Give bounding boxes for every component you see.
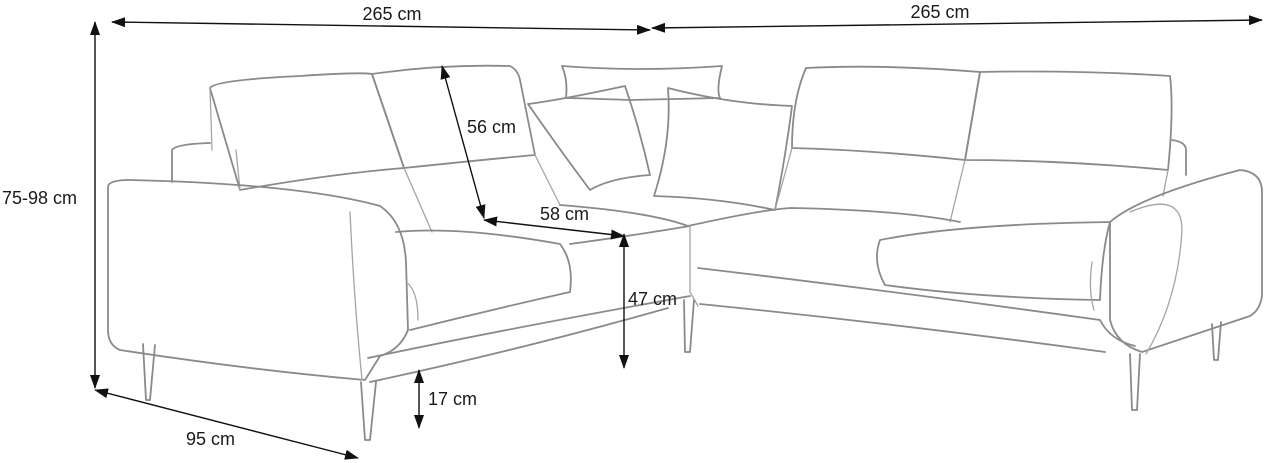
sofa-outline: [107, 64, 1263, 383]
label-seat-height: 47 cm: [628, 289, 677, 309]
dim-line-right-width: [651, 15, 1263, 33]
label-leg-height: 17 cm: [428, 389, 477, 409]
label-backrest-height: 56 cm: [467, 117, 516, 137]
label-seat-depth: 58 cm: [540, 204, 589, 224]
sofa-legs: [142, 299, 1222, 441]
label-depth: 95 cm: [186, 429, 235, 449]
dim-line-left-width: [111, 17, 651, 35]
dimension-lines: [90, 15, 1263, 460]
dim-line-seat-depth: [483, 216, 625, 240]
label-height: 75-98 cm: [2, 188, 77, 208]
dimension-labels: 265 cm 265 cm 75-98 cm 95 cm 56 cm 58 cm…: [2, 2, 970, 449]
dim-line-depth: [94, 388, 359, 460]
label-right-width: 265 cm: [910, 2, 969, 22]
label-left-width: 265 cm: [362, 4, 421, 24]
dim-line-backrest: [440, 65, 486, 219]
